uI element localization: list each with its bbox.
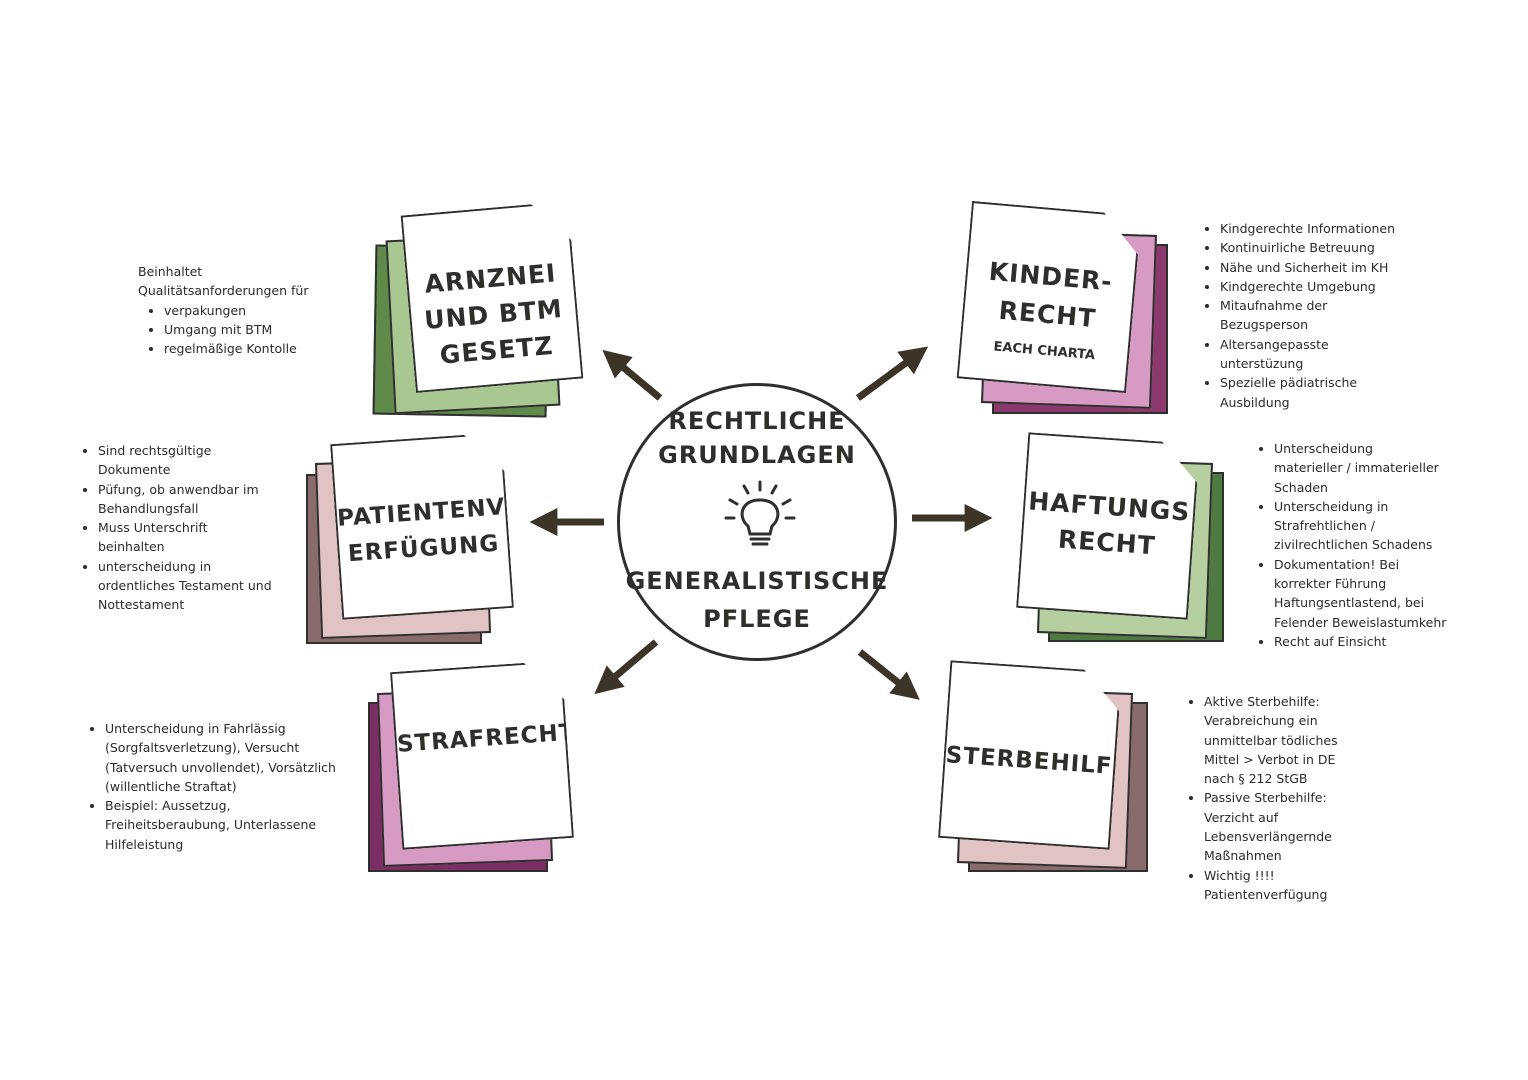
list-item: Kindgerechte Informationen [1220, 219, 1440, 238]
note-arznei: ARNZNEI UND BTM GESETZ [372, 201, 584, 418]
list-item: Unterscheidung materieller / immateriell… [1274, 439, 1444, 497]
list-item: Passive Sterbehilfe: Verzicht auf Lebens… [1204, 788, 1354, 865]
list-item: Aktive Sterbehilfe: Verabreichung ein un… [1204, 692, 1364, 788]
arrow-to-kinder [855, 346, 929, 401]
note-paper: KINDER- RECHT EACH CHARTA [957, 201, 1142, 393]
list-item: Kontinuirliche Betreuung [1220, 238, 1440, 257]
hub-title-line2: GRUNDLAGEN [658, 441, 856, 469]
hub-subtitle-line1: GENERALISTISCHE [625, 567, 889, 595]
list-item: Unterscheidung in Strafrehtlichen / zivi… [1274, 497, 1464, 555]
bullets-haftung: Unterscheidung materieller / immateriell… [1254, 439, 1474, 651]
arrow-to-straf [594, 639, 659, 695]
list-item: Kindgerechte Umgebung [1220, 277, 1440, 296]
list-item: Unterscheidung in Fahrlässig (Sorgfaltsv… [105, 719, 337, 796]
note-title-line1: STRAFRECHT [396, 719, 577, 758]
note-patienten: PATIENTENV ERFÜGUNG [302, 432, 516, 644]
note-paper: STRAFRECHT [390, 660, 574, 850]
list-item: Muss Unterschrift beinhalten [98, 518, 238, 557]
note-haftung: HAFTUNGS RECHT [1016, 432, 1228, 644]
arrow-to-arznei [602, 349, 663, 401]
intro-line1: Beinhaltet [138, 264, 203, 279]
list-item: Spezielle pädiatrische Ausbildung [1220, 373, 1390, 412]
bullets-sterbe: Aktive Sterbehilfe: Verabreichung ein un… [1184, 692, 1404, 904]
note-title-line1: STERBEHILFE [944, 742, 1131, 781]
list-item: verpakungen [164, 301, 358, 320]
hub-subtitle-line2: PFLEGE [703, 605, 811, 633]
bullets-straf: Unterscheidung in Fahrlässig (Sorgfaltsv… [85, 719, 345, 854]
bullets-kinder: Kindgerechte Informationen Kontinuirlich… [1200, 219, 1440, 412]
list-item: Sind rechtsgültige Dokumente [98, 441, 238, 480]
list-item: unterscheidung in ordentliches Testament… [98, 557, 278, 615]
list-item: Nähe und Sicherheit im KH [1220, 258, 1440, 277]
note-paper: STERBEHILFE [938, 660, 1122, 850]
note-straf: STRAFRECHT [366, 660, 578, 874]
list-item: regelmäßige Kontolle [164, 339, 358, 358]
note-kinder: KINDER- RECHT EACH CHARTA [958, 204, 1170, 416]
lightbulb-icon [724, 480, 796, 546]
list-item: Mitaufnahme der Bezugsperson [1220, 296, 1350, 335]
list-item: Wichtig !!!! Patientenverfügung [1204, 866, 1354, 905]
note-sterbe: STERBEHILFE [938, 660, 1150, 874]
note-subtitle: EACH CHARTA [992, 339, 1096, 364]
bullets-patienten: Sind rechtsgültige Dokumente Püfung, ob … [78, 441, 288, 615]
list-item: Recht auf Einsicht [1274, 632, 1474, 651]
list-item: Altersangepasste unterstüzung [1220, 335, 1360, 374]
list-item: Püfung, ob anwendbar im Behandlungsfall [98, 480, 288, 519]
arrow-to-sterbe [857, 649, 920, 700]
list-item: Umgang mit BTM [164, 320, 358, 339]
note-paper: HAFTUNGS RECHT [1016, 432, 1200, 620]
list-item: Beispiel: Aussetzug, Freiheitsberaubung,… [105, 796, 345, 854]
note-paper: ARNZNEI UND BTM GESETZ [401, 201, 584, 393]
intro-line2: Qualitätsanforderungen für [138, 283, 309, 299]
note-paper: PATIENTENV ERFÜGUNG [330, 432, 514, 620]
hub-title-line1: RECHTLICHE [668, 407, 846, 435]
bullets-arznei: Beinhaltet Qualitätsanforderungen für ve… [138, 262, 358, 358]
list-item: Dokumentation! Bei korrekter Führung Haf… [1274, 555, 1454, 632]
central-hub: RECHTLICHE GRUNDLAGEN GENERALISTISCHE PF… [617, 383, 897, 661]
